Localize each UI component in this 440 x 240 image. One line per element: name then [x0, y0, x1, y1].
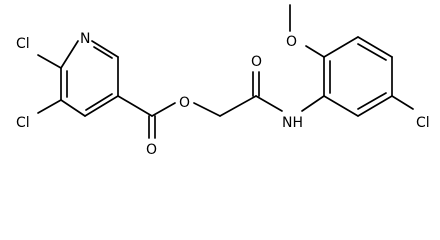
bond-c5-carbonyl — [117, 95, 153, 117]
bond-aryl-3-4-inner — [357, 43, 387, 61]
bond-carbonyl-ester-o — [151, 102, 176, 117]
amide-nitrogen-label: NH — [282, 115, 303, 131]
aryl-chlorine-label: Cl — [416, 115, 430, 131]
bond-n1-c6-inner — [93, 46, 113, 59]
bond-nh-aryl — [301, 95, 325, 112]
bond-c3-cl — [37, 99, 62, 114]
bond-c2-cl — [37, 54, 62, 69]
bond-aryl-5-6 — [357, 95, 393, 117]
bond-ch2-carbonyl — [219, 95, 257, 117]
bond-c5-c4-inner — [85, 93, 113, 111]
bond-c5-c4 — [84, 95, 119, 117]
bond-aryl-5-6-inner — [357, 92, 387, 110]
bond-lines — [37, 4, 414, 139]
bond-carbonyl-nh — [255, 95, 283, 112]
bond-c4-c3 — [60, 99, 86, 117]
ester-ether-oxygen-label: O — [179, 95, 190, 111]
atom-labels: N Cl Cl O O O NH O Cl — [16, 31, 430, 158]
bond-aryl-methoxy-o — [305, 45, 325, 58]
molecule-structure: N Cl Cl O O O NH O Cl — [0, 0, 440, 172]
methoxy-oxygen-label: O — [286, 34, 297, 50]
bond-n1-c6 — [91, 40, 119, 58]
bond-n1-c2 — [60, 40, 79, 69]
pyridine-nitrogen-label: N — [80, 31, 90, 47]
chlorine-6-label: Cl — [16, 36, 30, 52]
amide-carbonyl-oxygen-label: O — [251, 54, 262, 70]
bond-aryl-6-1 — [323, 95, 359, 117]
canvas-background — [0, 0, 440, 172]
bond-ester-o-ch2 — [193, 102, 221, 117]
chlorine-5-label: Cl — [16, 115, 30, 131]
bond-aryl-2-3 — [323, 36, 359, 58]
bond-aryl-3-4 — [357, 36, 393, 58]
ester-carbonyl-oxygen-label: O — [146, 142, 157, 158]
bond-aryl-cl — [391, 95, 414, 110]
